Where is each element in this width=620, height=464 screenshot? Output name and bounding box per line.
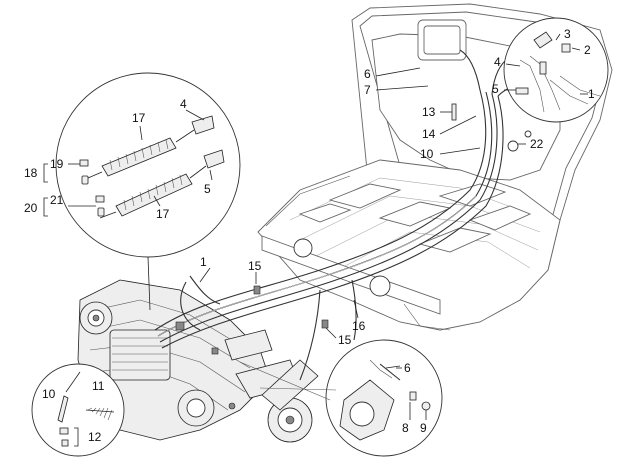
detail-circle-bottom-left bbox=[31, 363, 125, 457]
label-part-18: 18 bbox=[24, 166, 38, 180]
label-part-7: 7 bbox=[364, 83, 371, 97]
engine-assembly bbox=[77, 279, 319, 443]
label-part-15-upper: 15 bbox=[248, 259, 262, 273]
label-part-1-right: 1 bbox=[588, 87, 595, 101]
label-part-8: 8 bbox=[402, 421, 409, 435]
label-part-22: 22 bbox=[530, 137, 544, 151]
label-part-10-top: 10 bbox=[420, 147, 434, 161]
label-part-9: 9 bbox=[420, 421, 427, 435]
part-number-labels: 17 4 19 18 5 21 20 17 1 15 16 15 3 2 4 6… bbox=[24, 27, 595, 444]
label-part-20: 20 bbox=[24, 201, 38, 215]
label-part-14: 14 bbox=[422, 127, 436, 141]
detail-circle-bottom-right bbox=[239, 339, 443, 457]
label-part-2: 2 bbox=[584, 43, 591, 57]
label-part-17-lower: 17 bbox=[156, 207, 170, 221]
label-part-4-right: 4 bbox=[494, 55, 501, 69]
leader-lines bbox=[199, 67, 526, 369]
label-part-13: 13 bbox=[422, 105, 436, 119]
label-part-6-bottom: 6 bbox=[404, 361, 411, 375]
label-part-4-left: 4 bbox=[180, 97, 187, 111]
label-part-12: 12 bbox=[88, 430, 102, 444]
detail-circle-top-right bbox=[503, 17, 609, 123]
label-part-16: 16 bbox=[352, 319, 366, 333]
label-part-3: 3 bbox=[564, 27, 571, 41]
label-part-10-bottom: 10 bbox=[42, 387, 56, 401]
detail-circle-cables bbox=[43, 72, 241, 311]
label-part-15-lower: 15 bbox=[338, 333, 352, 347]
label-part-1-left: 1 bbox=[200, 255, 207, 269]
label-part-11: 11 bbox=[92, 379, 105, 393]
label-part-6-top: 6 bbox=[364, 67, 371, 81]
label-part-21: 21 bbox=[50, 193, 64, 207]
label-part-5-right: 5 bbox=[492, 82, 499, 96]
label-part-5-left: 5 bbox=[204, 182, 211, 196]
label-part-19: 19 bbox=[50, 157, 64, 171]
label-part-17-upper: 17 bbox=[132, 111, 146, 125]
